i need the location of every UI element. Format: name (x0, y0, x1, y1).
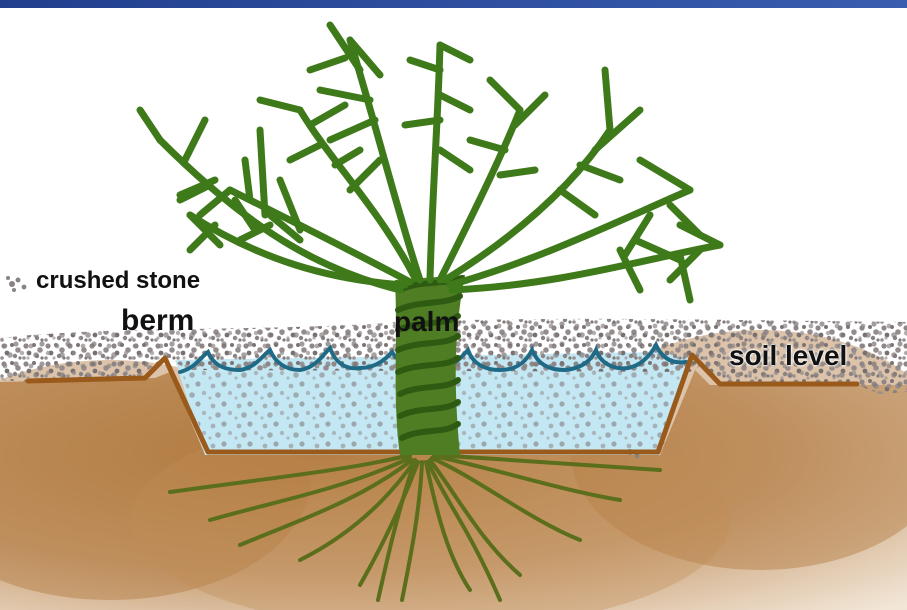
label-palm: palm (394, 306, 460, 337)
palm-tree-drawing (136, 21, 724, 304)
palm-trunk (395, 275, 465, 455)
label-berm: berm (121, 304, 195, 337)
label-soil-level: soil level (729, 340, 848, 371)
label-crushed-stone: crushed stone (36, 267, 201, 294)
root-system-drawing (168, 453, 662, 602)
top-bar (0, 0, 907, 8)
